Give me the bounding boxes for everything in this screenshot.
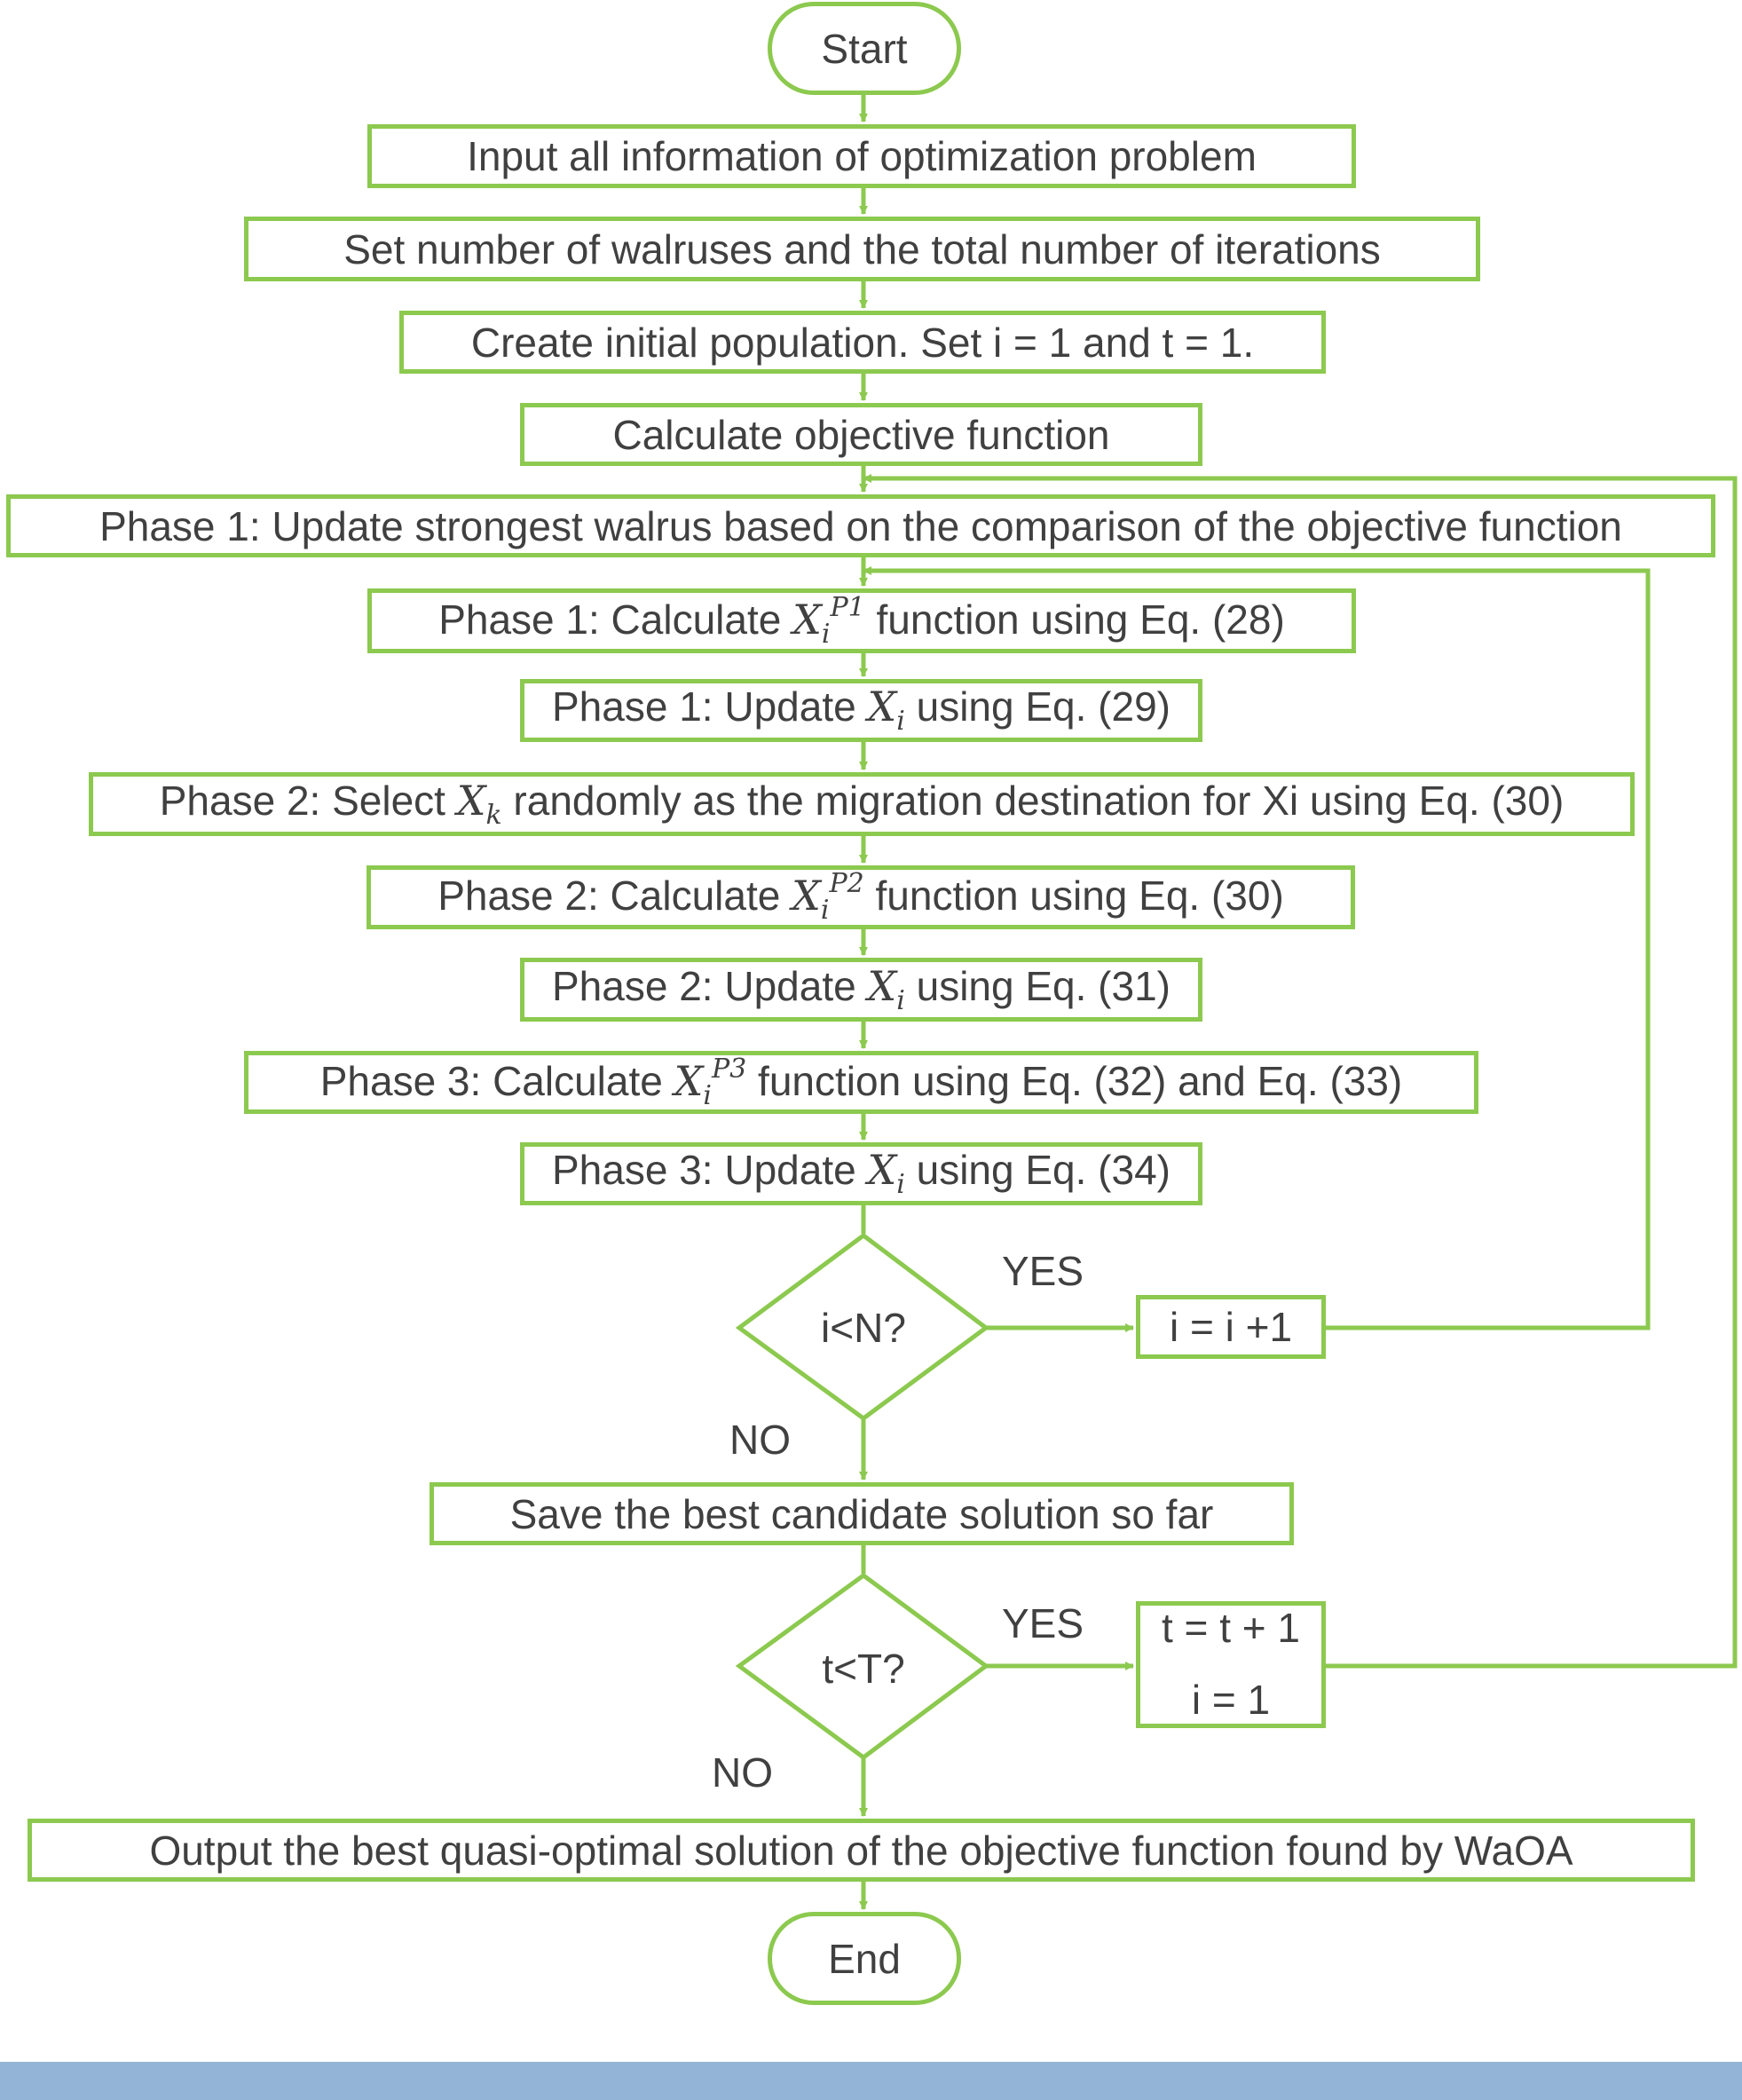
calculate-objective-box: Calculate objective function (520, 403, 1202, 466)
decision-i-label: i<N? (821, 1305, 906, 1351)
decision-i-diamond (735, 1232, 990, 1422)
loop-i-back (863, 566, 1651, 1330)
footer-bar (0, 2062, 1742, 2100)
input-box: Input all information of optimization pr… (367, 124, 1356, 188)
phase1-update-label: Phase 1: Update Xi using Eq. (29) (552, 683, 1171, 737)
decision-i-yes-label: YES (1002, 1248, 1084, 1294)
phase2-calculate-label: Phase 2: Calculate XiP2 function using E… (437, 868, 1284, 926)
start-label: Start (821, 25, 908, 72)
save-best-label: Save the best candidate solution so far (509, 1490, 1214, 1537)
decision-t-label: t<T? (822, 1646, 905, 1692)
phase1-update-box: Phase 1: Update Xi using Eq. (29) (520, 679, 1202, 742)
set-number-label: Set number of walruses and the total num… (343, 225, 1381, 272)
phase3-calculate-box: Phase 3: Calculate XiP3 function using E… (244, 1051, 1478, 1114)
increment-t-label: t = t + 1 (1162, 1605, 1300, 1651)
phase1-calculate-box: Phase 1: Calculate XiP1 function using E… (367, 588, 1356, 653)
phase1-update-strongest-box: Phase 1: Update strongest walrus based o… (6, 494, 1715, 557)
phase3-update-box: Phase 3: Update Xi using Eq. (34) (520, 1142, 1202, 1205)
phase2-select-box: Phase 2: Select Xk randomly as the migra… (89, 772, 1635, 836)
loop-t-back (863, 474, 1738, 1669)
increment-t-box: t = t + 1 i = 1 (1136, 1601, 1326, 1728)
phase3-update-label: Phase 3: Update Xi using Eq. (34) (552, 1146, 1171, 1200)
output-box: Output the best quasi-optimal solution o… (28, 1819, 1695, 1882)
phase3-calculate-label: Phase 3: Calculate XiP3 function using E… (319, 1053, 1403, 1111)
end-label: End (828, 1935, 901, 1982)
increment-i-label: i = i +1 (1169, 1304, 1293, 1350)
set-number-box: Set number of walruses and the total num… (244, 217, 1480, 281)
phase1-update-strongest-label: Phase 1: Update strongest walrus based o… (99, 502, 1622, 549)
phase2-select-label: Phase 2: Select Xk randomly as the migra… (159, 776, 1565, 831)
input-label: Input all information of optimization pr… (467, 133, 1257, 179)
phase2-update-label: Phase 2: Update Xi using Eq. (31) (552, 961, 1171, 1016)
decision-t-diamond (735, 1572, 990, 1761)
end-terminal: End (768, 1912, 961, 2005)
phase2-update-box: Phase 2: Update Xi using Eq. (31) (520, 958, 1202, 1022)
decision-t-yes-label: YES (1002, 1600, 1084, 1646)
save-best-box: Save the best candidate solution so far (430, 1482, 1294, 1545)
create-population-box: Create initial population. Set i = 1 and… (399, 311, 1326, 374)
decision-i-no-label: NO (729, 1417, 791, 1463)
decision-t-no-label: NO (712, 1749, 773, 1796)
output-label: Output the best quasi-optimal solution o… (149, 1827, 1573, 1874)
start-terminal: Start (768, 2, 961, 95)
calculate-objective-label: Calculate objective function (612, 411, 1110, 458)
phase1-calculate-label: Phase 1: Calculate XiP1 function using E… (438, 591, 1285, 650)
phase2-calculate-box: Phase 2: Calculate XiP2 function using E… (367, 865, 1355, 929)
increment-i-box: i = i +1 (1136, 1295, 1326, 1359)
create-population-label: Create initial population. Set i = 1 and… (470, 319, 1255, 366)
reset-i-label: i = 1 (1191, 1677, 1271, 1723)
